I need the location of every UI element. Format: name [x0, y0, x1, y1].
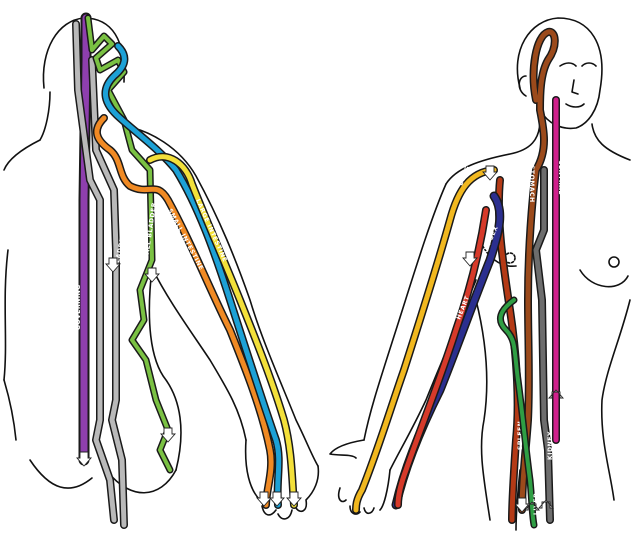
channel-triple-warmer: [105, 46, 278, 505]
channel-governing: [84, 18, 86, 460]
front-nipple-right: [609, 257, 619, 267]
front-nose: [572, 80, 578, 94]
back-neck-left: [40, 92, 50, 140]
label-gall-bladder: GALL BLADDER: [143, 202, 158, 261]
front-channels: CENTRAL STOMACH KIDNEY SPLEEN LIVER CIRC…: [356, 32, 564, 525]
arrow-large-intestine: [287, 492, 301, 506]
label-governing: GOVERNING: [75, 284, 82, 330]
front-side-left: [476, 300, 490, 520]
back-buttock-right: [108, 470, 176, 493]
front-side-right: [602, 300, 630, 500]
back-side-left: [4, 250, 8, 380]
back-hip-left: [4, 380, 16, 440]
label-stomach: STOMACH: [528, 165, 535, 203]
front-mouth: [566, 104, 584, 107]
back-shoulder-left: [4, 140, 40, 170]
front-shoulder-right: [592, 124, 630, 160]
back-channels: GOVERNING BLADDER GALL BLADDER SMALL INT…: [75, 18, 301, 525]
front-breast-right: [580, 270, 628, 287]
front-eyes: [560, 63, 596, 66]
label-central: CENTRAL: [557, 160, 564, 195]
label-kidney: KIDNEY: [547, 431, 554, 460]
